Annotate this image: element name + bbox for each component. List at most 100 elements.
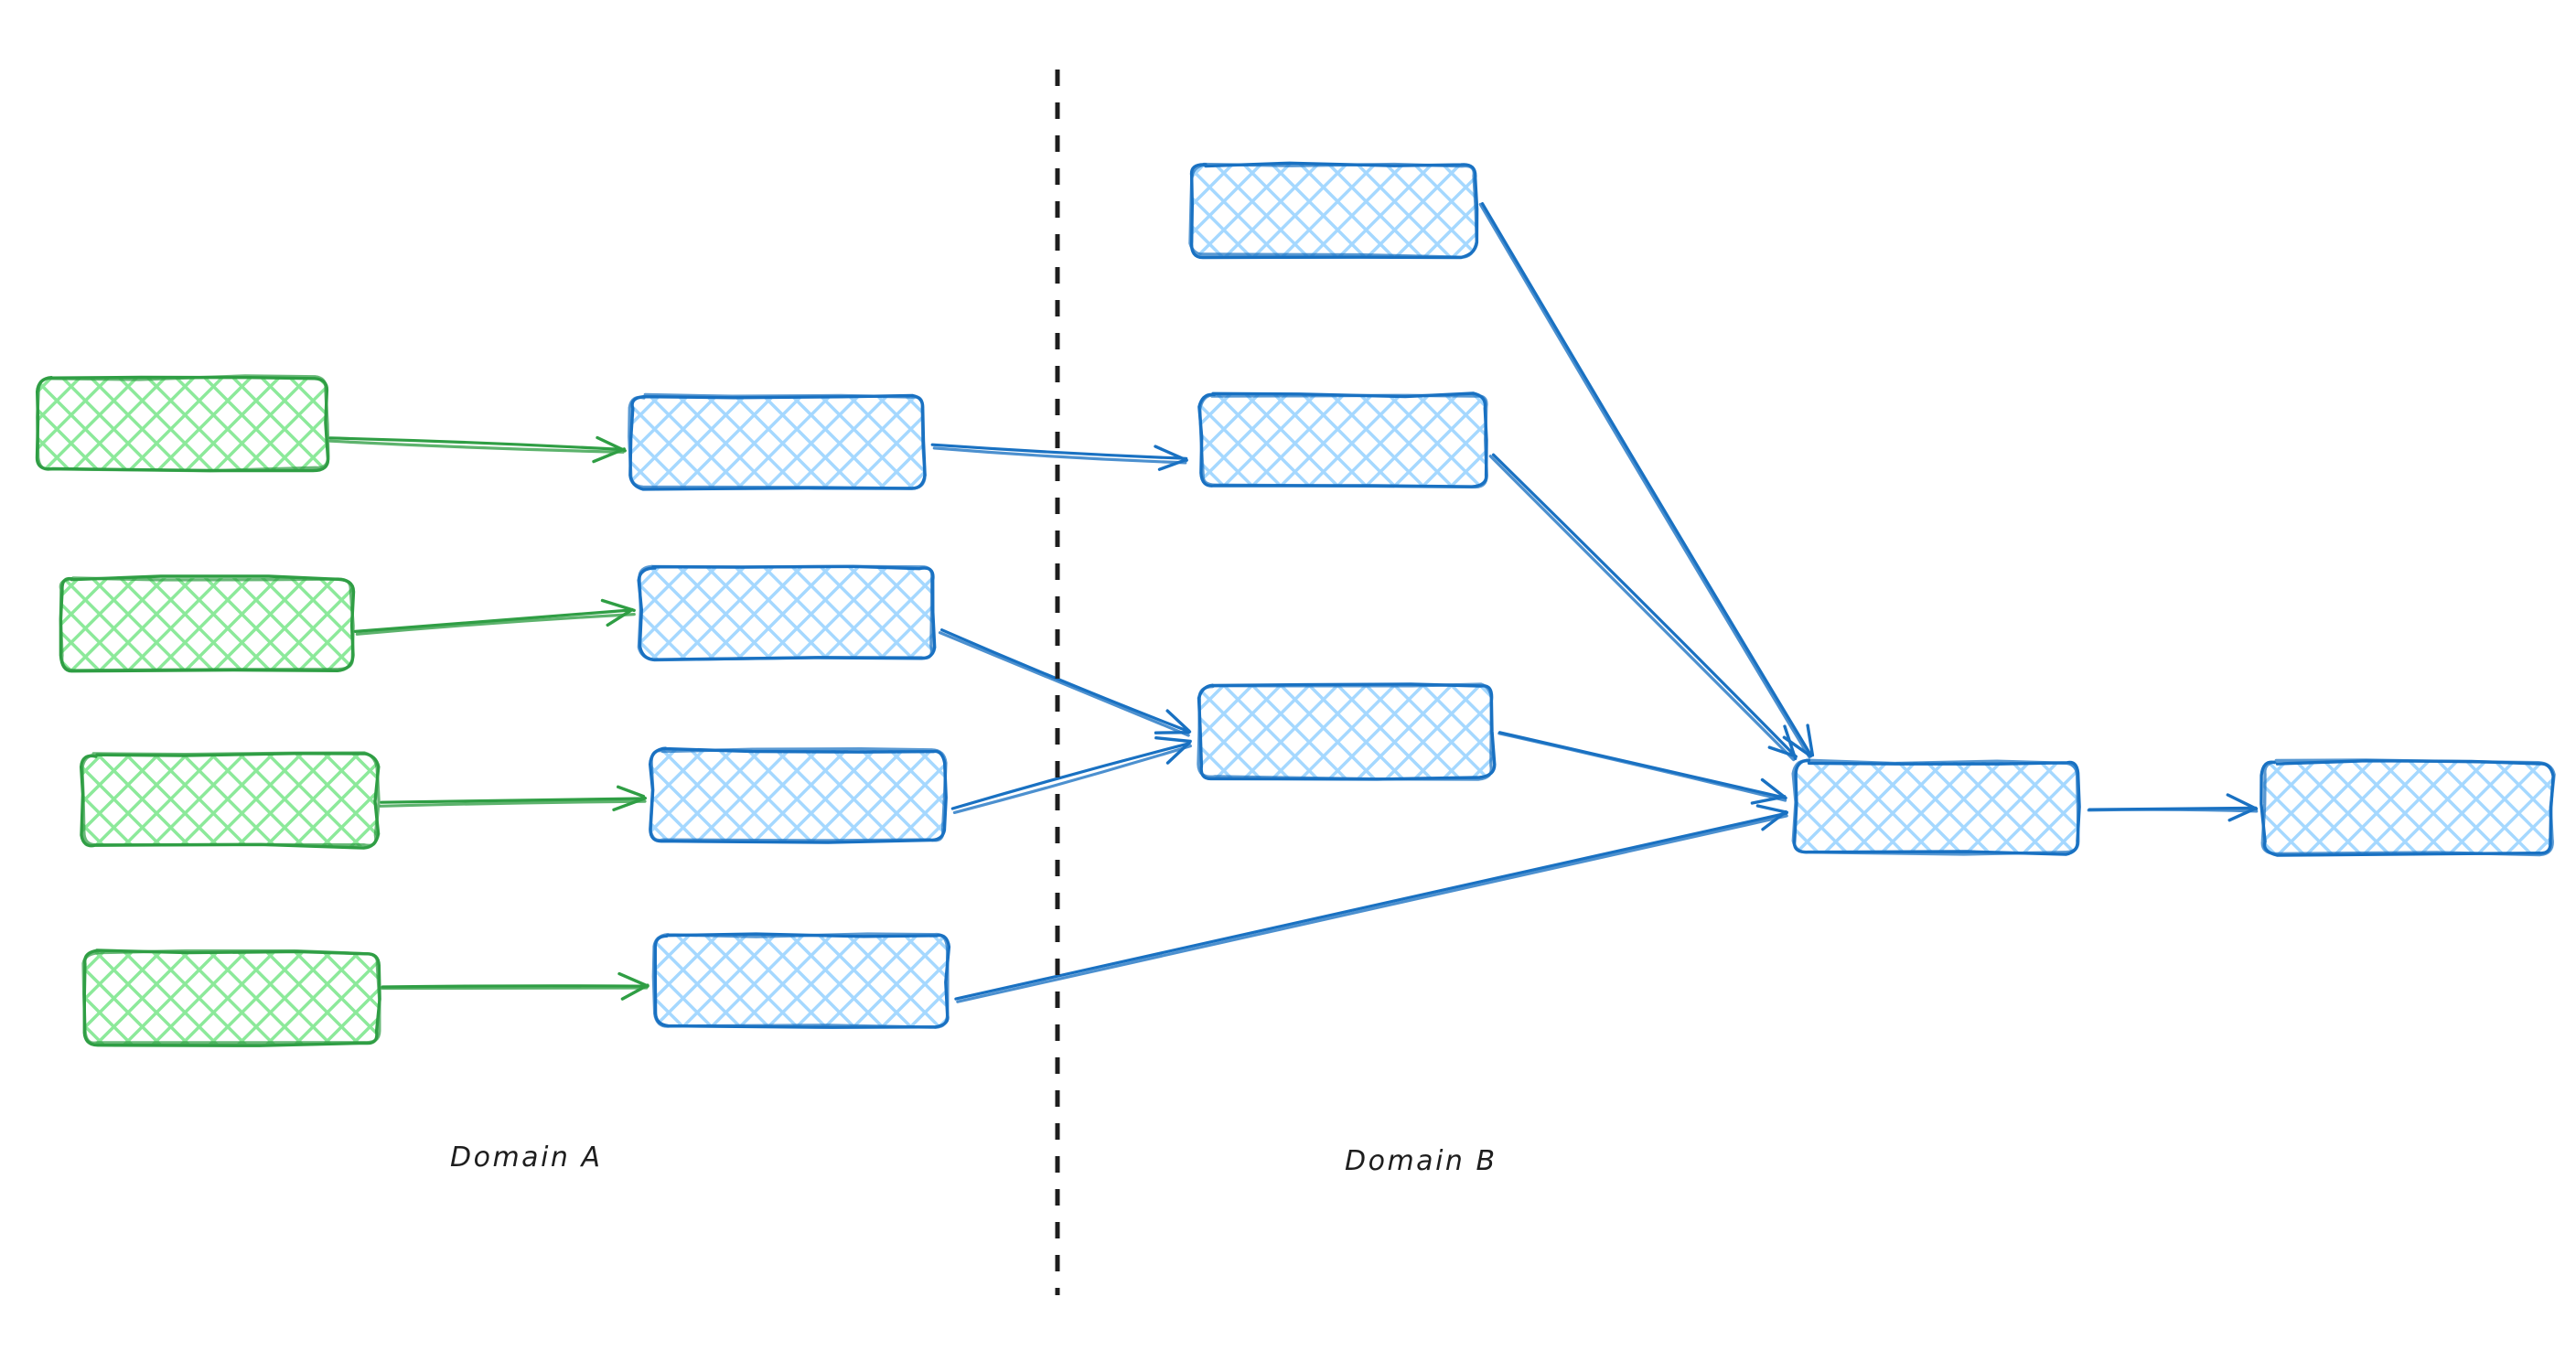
node-outline [1197,682,1493,781]
node-b-node-1[interactable] [1188,161,1479,260]
edge-shaft [954,811,1788,1001]
node-outline [80,751,381,847]
edge-arrowhead [592,447,626,464]
edge-shaft [956,814,1788,1003]
node-b-node-2[interactable] [1197,391,1488,489]
node-outline [2260,758,2556,857]
edge-shaft [1497,732,1787,802]
node-outline [1188,162,1478,259]
node-b-node-3[interactable] [1197,682,1497,781]
edge-shaft [1478,202,1811,759]
node-fill [1200,686,1493,777]
domain-a-label: Domain A [450,1142,603,1174]
edge-shaft [381,986,649,991]
edge-shaft [1491,453,1798,758]
edge-shaft [952,745,1192,814]
edge-e2[interactable] [353,598,636,636]
edge-e5[interactable] [930,443,1188,471]
node-b-node-4[interactable] [1791,758,2081,856]
edge-e7[interactable] [950,736,1192,814]
edge-arrowhead [1165,742,1190,765]
edge-shaft [380,797,645,804]
node-fill [655,935,948,1026]
node-a-src-2[interactable] [59,574,356,673]
node-b-node-5[interactable] [2259,758,2556,857]
node-outline [59,576,355,672]
node-a-proc-2[interactable] [637,564,937,662]
edge-arrowhead [620,983,649,1001]
edge-e1[interactable] [328,435,627,464]
node-outline [36,374,330,473]
edge-arrowhead [1157,458,1187,471]
node-outline [1791,758,2080,856]
node-fill [85,952,378,1044]
edge-e11[interactable] [1497,731,1787,805]
edge-e8[interactable] [954,804,1788,1003]
nodes-layer [35,161,2556,1047]
edge-e4[interactable] [381,971,649,1001]
edge-arrowhead [1767,745,1798,758]
edge-shaft [930,443,1188,460]
node-fill [651,750,944,841]
edge-arrowhead [617,971,649,988]
node-outline [1792,758,2081,856]
edge-arrowhead [1755,804,1788,814]
edge-arrowhead [1154,445,1188,462]
edge-shaft [353,608,634,633]
node-fill [631,396,924,488]
edge-shaft [328,439,625,454]
node-outline [649,747,948,842]
edge-shaft [932,446,1187,465]
node-fill [1201,395,1487,487]
edge-arrowhead [1154,736,1192,744]
edge-shaft [940,628,1192,734]
edge-arrowhead [600,598,636,613]
node-a-proc-3[interactable] [649,746,948,844]
node-fill [82,755,377,846]
edge-shaft [950,742,1191,810]
edge-arrowhead [612,796,647,811]
node-fill [1192,165,1476,256]
node-outline [637,564,934,662]
edge-arrowhead [1761,809,1787,831]
edge-arrowhead [1806,724,1815,757]
edge-shaft [381,984,649,989]
node-a-proc-4[interactable] [651,932,951,1029]
node-a-src-4[interactable] [81,949,381,1047]
edge-arrowhead [1750,795,1787,805]
edge-shaft [938,631,1190,737]
edge-arrowhead [2227,807,2258,822]
node-fill [38,378,327,469]
node-a-proc-1[interactable] [628,392,927,491]
edge-arrowhead [2226,793,2259,810]
domain-b-label: Domain B [1345,1145,1497,1177]
node-fill [60,578,352,670]
edge-e10[interactable] [1488,453,1798,762]
edge-e6[interactable] [938,628,1192,737]
node-fill [640,567,933,659]
edge-shaft [379,799,647,808]
edge-shaft [2087,808,2259,813]
edge-arrowhead [1783,724,1798,761]
node-outline [81,949,381,1045]
edge-e9[interactable] [1478,202,1815,759]
node-outline [1198,392,1488,489]
edge-shaft [328,436,626,452]
edge-arrowhead [1154,731,1191,734]
node-a-src-1[interactable] [35,374,330,473]
edge-shaft [1480,202,1813,757]
edge-arrowhead [1165,709,1191,733]
edge-arrowhead [617,785,646,799]
edge-arrowhead [606,607,634,627]
edge-e3[interactable] [379,785,647,811]
edge-shaft [1488,455,1796,762]
node-outline [651,932,950,1029]
edge-arrowhead [596,435,627,453]
node-outline [628,392,927,490]
edges-layer [328,202,2259,1003]
node-a-src-3[interactable] [80,751,381,850]
edge-arrowhead [1760,777,1787,799]
edge-e12[interactable] [2087,793,2259,822]
